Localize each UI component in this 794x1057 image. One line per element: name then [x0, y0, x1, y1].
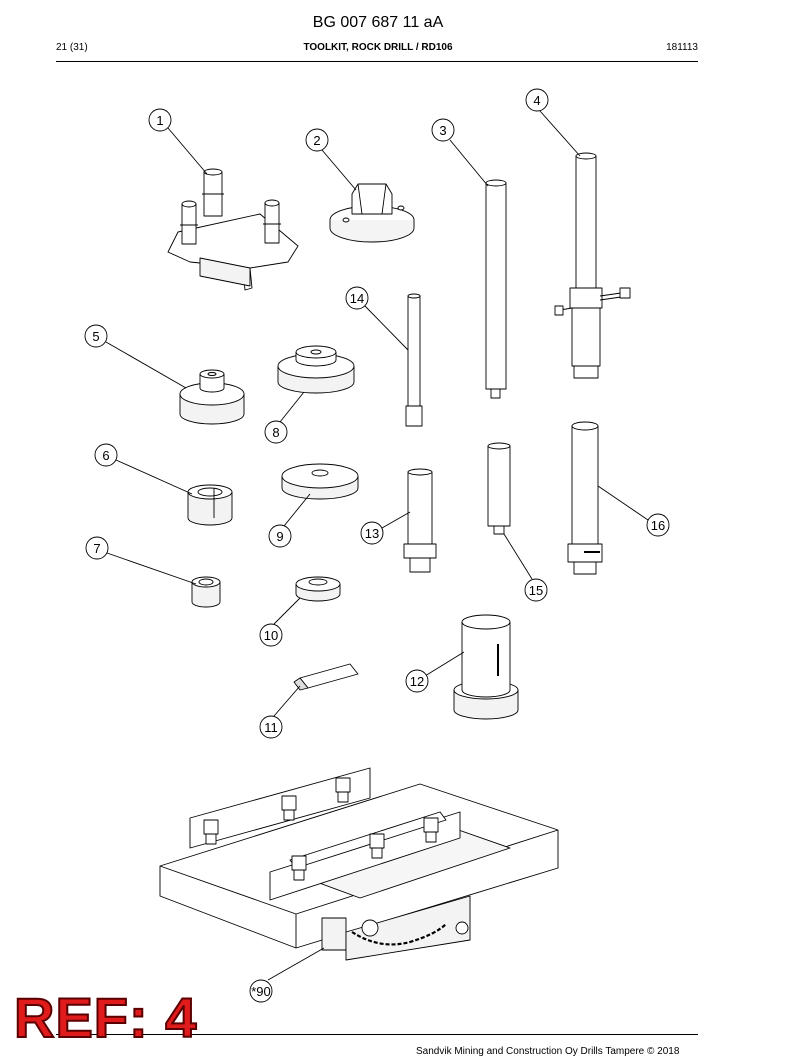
part-90-base-fixture [159, 767, 559, 961]
svg-text:*90: *90 [251, 984, 271, 999]
callout-8: 8 [264, 391, 305, 444]
callout-15: 15 [503, 533, 548, 602]
footer-copyright: Sandvik Mining and Construction Oy Drill… [416, 1046, 680, 1057]
svg-text:1: 1 [156, 113, 163, 128]
document-date: 181113 [666, 42, 698, 53]
page-number: 21 (31) [56, 42, 88, 53]
part-3-long-shaft [485, 179, 507, 399]
part-12-large-sleeve [453, 614, 519, 720]
part-16-marked-drift [567, 421, 603, 575]
svg-text:16: 16 [651, 518, 665, 533]
svg-text:6: 6 [102, 448, 109, 463]
svg-text:15: 15 [529, 583, 543, 598]
callout-2: 2 [305, 128, 357, 191]
callout-11: 11 [259, 685, 301, 739]
svg-text:9: 9 [276, 529, 283, 544]
svg-text:3: 3 [439, 123, 446, 138]
fixture-bolts [203, 777, 439, 881]
document-title: TOOLKIT, ROCK DRILL / RD106 [303, 42, 453, 53]
callout-5: 5 [84, 324, 187, 389]
document-number: BG 007 687 11 aA [312, 14, 444, 31]
part-13-stepped-drift [403, 468, 437, 573]
callout-13: 13 [360, 511, 411, 545]
svg-text:11: 11 [264, 720, 278, 735]
callout-12: 12 [405, 651, 465, 693]
callout-1: 1 [148, 108, 208, 175]
callout-10: 10 [259, 597, 301, 647]
svg-text:12: 12 [410, 674, 424, 689]
part-14-slim-shaft [405, 293, 423, 427]
callout-3: 3 [431, 118, 489, 187]
svg-text:7: 7 [93, 541, 100, 556]
part-8-cup-plug [277, 345, 355, 394]
svg-text:8: 8 [272, 425, 279, 440]
callout-6: 6 [94, 443, 193, 495]
part-6-split-bushing [187, 484, 233, 526]
part-10-washer [295, 576, 341, 602]
part-11-flat-key [293, 663, 359, 691]
part-2-hex-flange [329, 183, 415, 243]
part-15-short-drift [487, 442, 511, 535]
header-divider [56, 61, 698, 62]
footer-divider [56, 1034, 698, 1035]
svg-text:14: 14 [350, 291, 364, 306]
part-5-stepped-bushing [179, 369, 245, 425]
svg-text:2: 2 [313, 133, 320, 148]
svg-text:10: 10 [264, 628, 278, 643]
callout-14: 14 [345, 286, 409, 351]
svg-text:4: 4 [533, 93, 540, 108]
callout-7: 7 [85, 536, 197, 585]
callout-4: 4 [525, 88, 581, 157]
callouts: 1 2 3 4 5 6 7 8 9 10 11 12 13 14 15 16 *… [84, 88, 670, 1003]
callout-9: 9 [268, 493, 311, 548]
part-1-fixture-plate [167, 168, 299, 291]
svg-text:5: 5 [92, 329, 99, 344]
ref-stamp: REF: 4 [13, 986, 198, 1049]
svg-text:13: 13 [365, 526, 379, 541]
part-4-shaft-with-handle [554, 152, 631, 379]
callout-90: *90 [249, 947, 325, 1003]
part-9-disc [281, 463, 359, 500]
callout-16: 16 [597, 485, 670, 537]
part-7-small-bushing [191, 576, 221, 608]
